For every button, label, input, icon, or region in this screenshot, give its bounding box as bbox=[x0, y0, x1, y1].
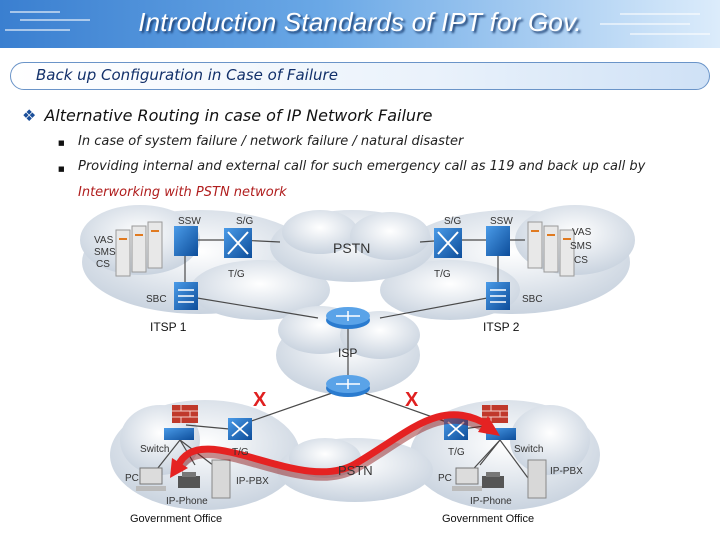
left-office-label: Government Office bbox=[130, 513, 222, 525]
failure-mark-right: X bbox=[405, 389, 419, 411]
tg-label: T/G bbox=[228, 269, 245, 280]
ip-pbx-device bbox=[211, 459, 231, 499]
vas-label: VAS bbox=[94, 235, 114, 246]
pc-label: PC bbox=[438, 473, 452, 484]
sms-label: SMS bbox=[94, 247, 116, 258]
banner-decoration bbox=[5, 11, 710, 35]
switch-device bbox=[164, 428, 194, 440]
gateway-icon bbox=[447, 421, 465, 437]
ip-phone-icon bbox=[482, 472, 504, 488]
square-bullet-icon: ■ bbox=[58, 139, 65, 147]
arrowhead-right-icon bbox=[478, 416, 500, 436]
tg-label: T/G bbox=[232, 447, 249, 458]
router-icon bbox=[326, 307, 370, 329]
sbc-label: SBC bbox=[522, 294, 543, 305]
switch-label: Switch bbox=[140, 444, 169, 455]
router-icon bbox=[326, 375, 370, 397]
firewall-icon bbox=[172, 405, 198, 423]
ip-pbx-label: IP-PBX bbox=[236, 476, 269, 487]
failure-mark-left: X bbox=[253, 389, 267, 411]
pstn-bottom-label: PSTN bbox=[338, 463, 373, 478]
pc-icon bbox=[136, 467, 166, 491]
itsp2-label: ITSP 2 bbox=[483, 320, 520, 334]
ip-pbx-device bbox=[527, 459, 547, 499]
ssw-device bbox=[174, 226, 198, 256]
arrowhead-left-icon bbox=[170, 458, 188, 478]
sbc-icon bbox=[178, 289, 194, 303]
slide-title: Introduction Standards of IPT for Gov. bbox=[138, 7, 582, 37]
square-bullet-icon: ■ bbox=[58, 165, 65, 173]
vas-label: VAS bbox=[572, 227, 592, 238]
section-heading-text: Alternative Routing in case of IP Networ… bbox=[44, 106, 433, 125]
ip-phone-label: IP-Phone bbox=[470, 496, 512, 507]
gateway-icon bbox=[227, 231, 249, 255]
tg-label: T/G bbox=[448, 447, 465, 458]
ssw-label: SSW bbox=[490, 216, 513, 227]
gateway-icon bbox=[437, 231, 459, 255]
diamond-bullet-icon: ❖ bbox=[22, 106, 37, 125]
sg-label: S/G bbox=[236, 216, 253, 227]
ip-pbx-label: IP-PBX bbox=[550, 466, 583, 477]
itsp1-label: ITSP 1 bbox=[150, 320, 187, 334]
sg-label: S/G bbox=[444, 216, 461, 227]
sbc-label: SBC bbox=[146, 294, 167, 305]
bullet-item: In case of system failure / network fail… bbox=[78, 134, 464, 149]
isp-label: ISP bbox=[338, 346, 357, 360]
gateway-icon bbox=[231, 421, 249, 437]
itsp1-servers bbox=[115, 221, 163, 277]
sbc-icon bbox=[490, 289, 506, 303]
sms-label: SMS bbox=[570, 241, 592, 252]
ip-phone-label: IP-Phone bbox=[166, 496, 208, 507]
right-office-label: Government Office bbox=[442, 513, 534, 525]
slide-subtitle: Back up Configuration in Case of Failure bbox=[36, 66, 338, 84]
ip-phone-icon bbox=[178, 472, 200, 488]
cs-label: CS bbox=[96, 259, 110, 270]
highlight-text: Interworking with PSTN network bbox=[78, 185, 287, 200]
switch-label: Switch bbox=[514, 444, 543, 455]
network-diagram: VAS SMS CS SSW S/G T/G SBC S/G SSW VAS S… bbox=[80, 205, 635, 525]
itsp2-servers bbox=[527, 221, 575, 277]
subtitle-bar bbox=[10, 62, 710, 90]
pc-label: PC bbox=[125, 473, 139, 484]
pstn-top-label: PSTN bbox=[333, 240, 370, 256]
ssw-label: SSW bbox=[178, 216, 201, 227]
backup-route-arrow bbox=[174, 411, 492, 476]
pstn-top-cloud bbox=[270, 210, 434, 282]
tg-label: T/G bbox=[434, 269, 451, 280]
bullet-item: Providing internal and external call for… bbox=[78, 159, 646, 174]
section-heading: ❖ Alternative Routing in case of IP Netwo… bbox=[22, 106, 433, 125]
pc-icon bbox=[452, 467, 482, 491]
cs-label: CS bbox=[574, 255, 588, 266]
ssw-device bbox=[486, 226, 510, 256]
